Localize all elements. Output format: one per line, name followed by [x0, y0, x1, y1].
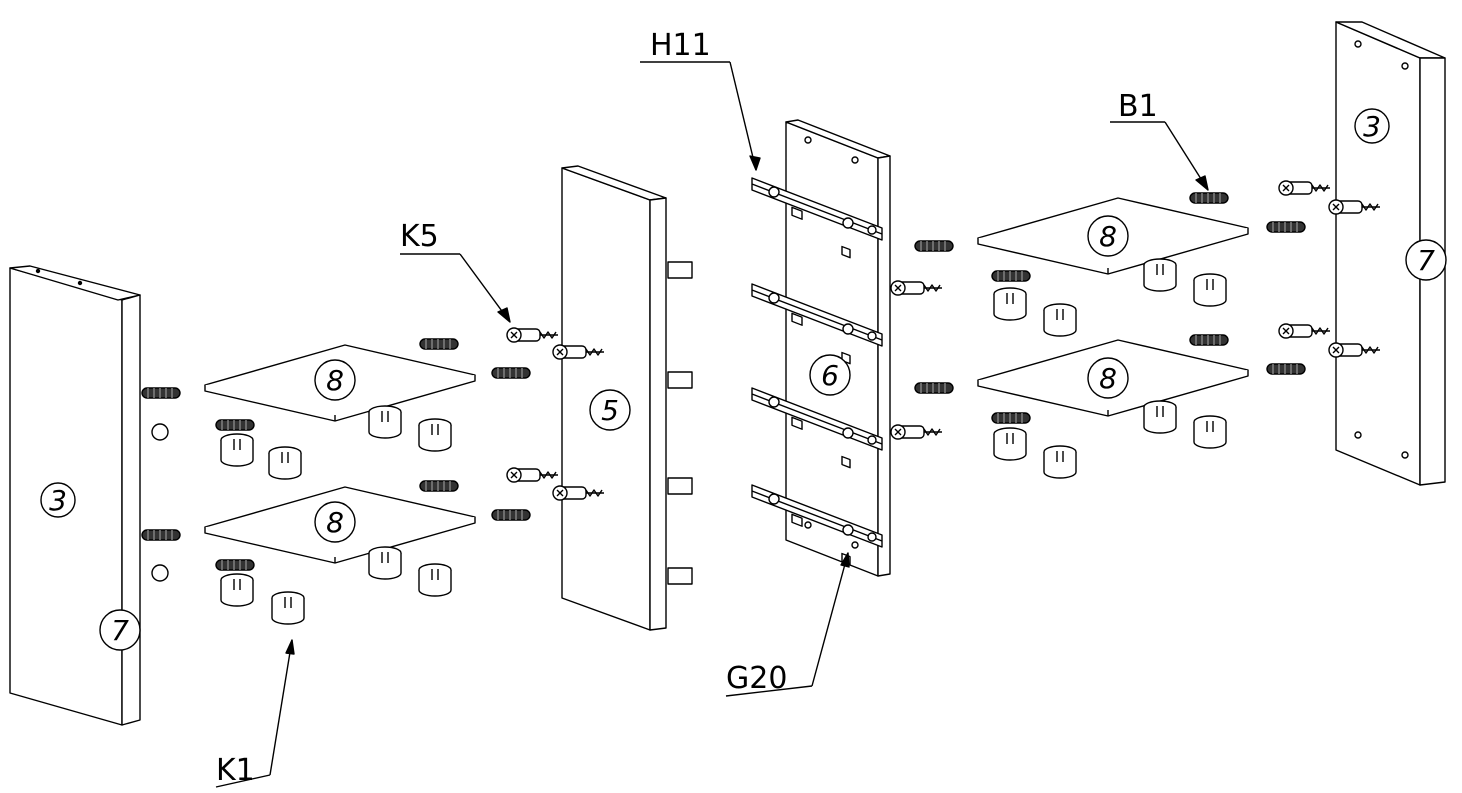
svg-text:G20: G20 — [726, 661, 787, 696]
part-number-badge: 7 — [99, 609, 141, 651]
part-number-badge: 8 — [1087, 357, 1129, 399]
svg-text:8: 8 — [326, 506, 344, 539]
right-shelf-upper — [914, 192, 1306, 337]
part-number-badge: 5 — [589, 389, 631, 431]
svg-text:6: 6 — [821, 359, 839, 392]
part-number-badge: 8 — [1087, 215, 1129, 257]
svg-text:3: 3 — [1363, 110, 1381, 143]
svg-text:8: 8 — [1099, 220, 1117, 253]
callout-h11: H11 — [640, 28, 761, 171]
callout-b1: B1 — [1110, 89, 1209, 191]
part-number-badge: 8 — [314, 501, 356, 543]
part-number-badge: 3 — [40, 482, 76, 518]
right-shelf-lower — [914, 334, 1306, 479]
svg-text:K5: K5 — [400, 219, 439, 254]
svg-text:H11: H11 — [650, 28, 711, 63]
svg-text:5: 5 — [601, 394, 619, 427]
callout-g20: G20 — [725, 552, 850, 697]
center-panel — [785, 119, 891, 577]
part-number-badge: 3 — [1354, 108, 1390, 144]
part-number-badge: 7 — [1405, 239, 1447, 281]
callout-k5: K5 — [400, 219, 511, 323]
svg-text:3: 3 — [49, 484, 67, 517]
callout-k1: K1 — [215, 639, 295, 788]
part-number-badge: 6 — [809, 354, 851, 396]
part-number-badge: 8 — [314, 359, 356, 401]
left-shelf-upper — [141, 338, 531, 480]
svg-text:8: 8 — [326, 364, 344, 397]
svg-text:7: 7 — [111, 614, 129, 647]
svg-text:7: 7 — [1417, 244, 1435, 277]
left-shelf-lower — [141, 480, 531, 625]
svg-text:8: 8 — [1099, 362, 1117, 395]
svg-text:B1: B1 — [1118, 89, 1158, 124]
